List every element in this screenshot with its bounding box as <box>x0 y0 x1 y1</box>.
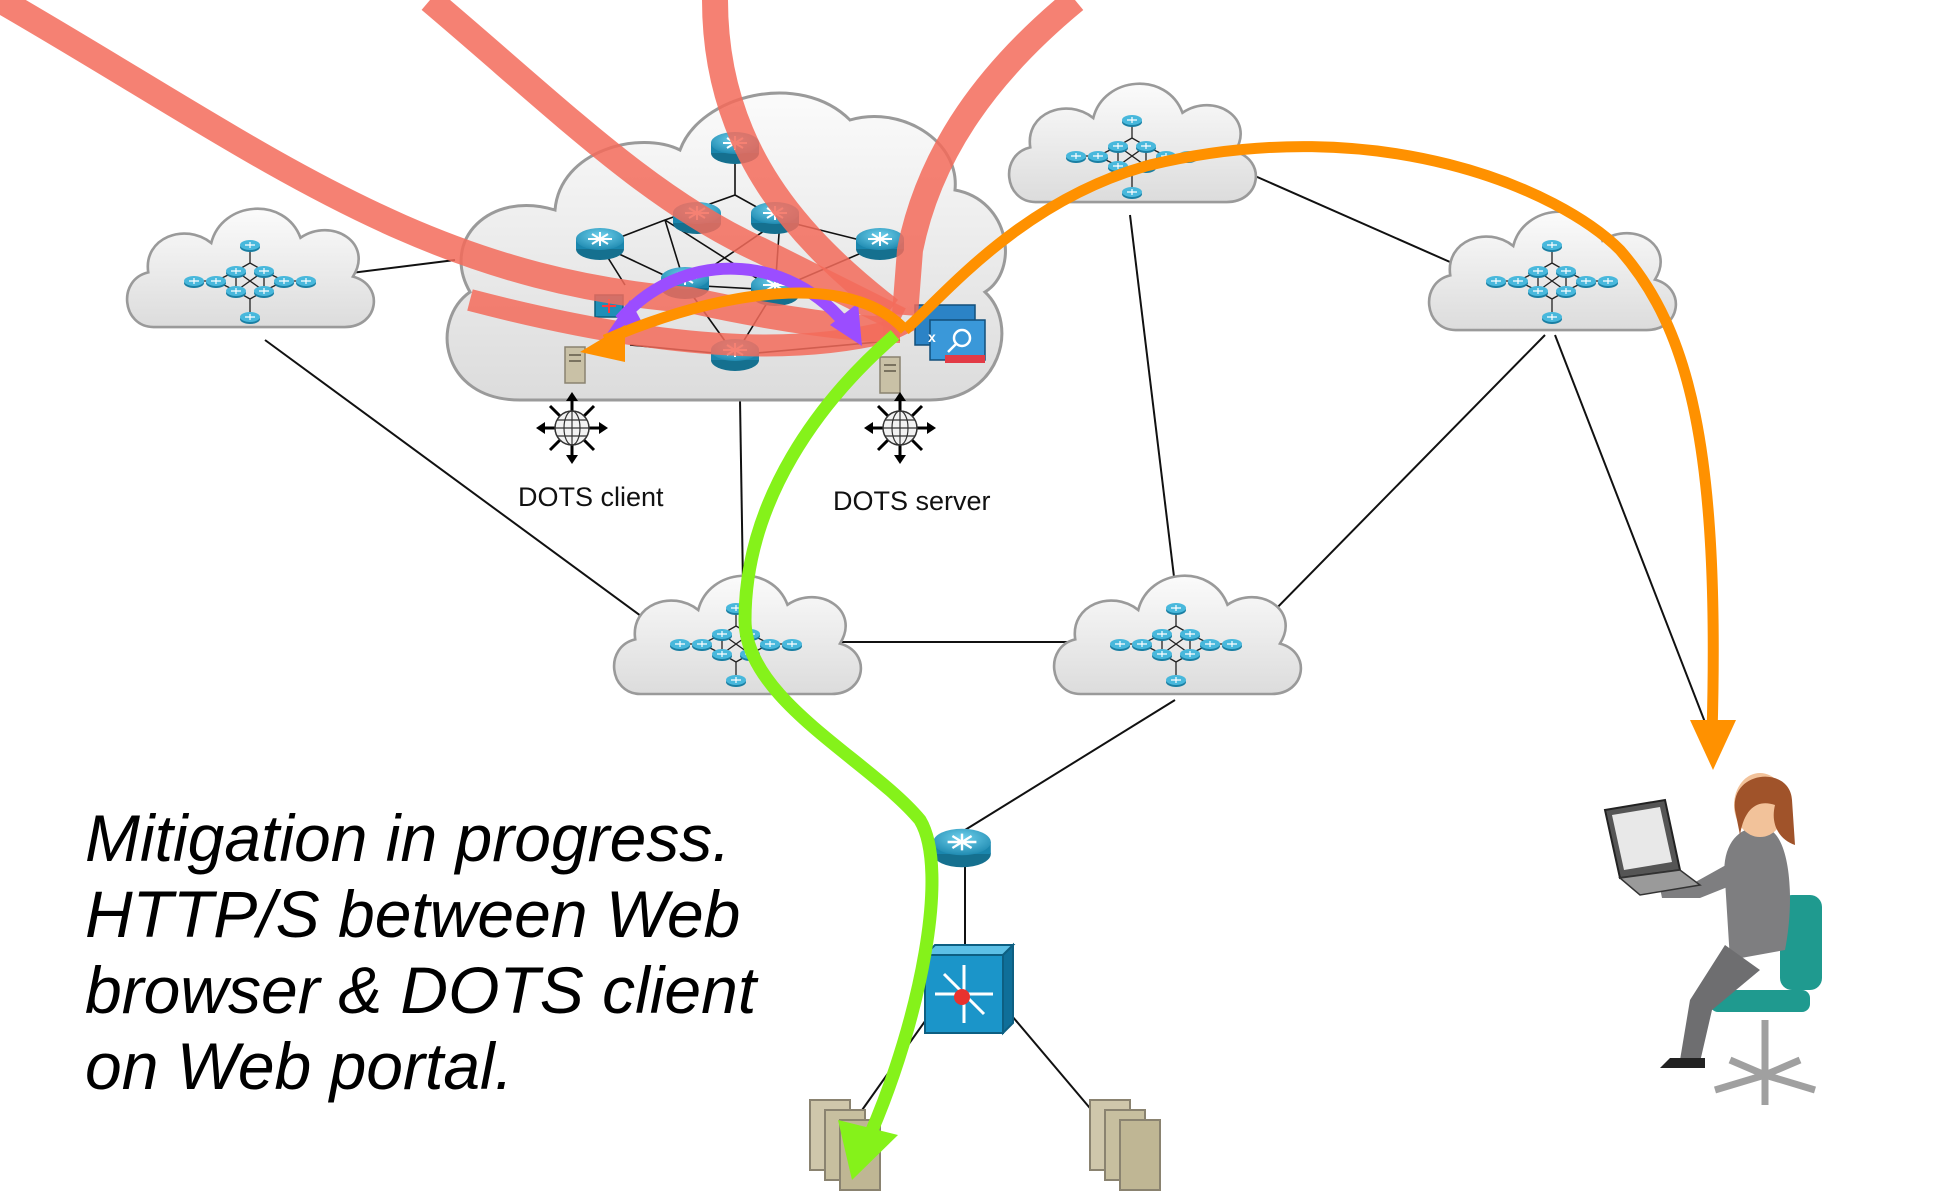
multilayer-switch-icon <box>922 942 1016 1036</box>
caption-line: on Web portal. <box>85 1029 514 1103</box>
clean-traffic-flow <box>738 330 939 1180</box>
orange-arrowhead-client <box>580 325 625 362</box>
caption-line: browser & DOTS client <box>85 953 757 1027</box>
cloud-top-middle <box>1007 82 1258 204</box>
dots-server-globe-icon <box>862 390 938 466</box>
svg-text:x: x <box>928 329 936 345</box>
dots-server-label: DOTS server <box>833 486 991 516</box>
web-portal-flow <box>602 141 1719 736</box>
caption-text: Mitigation in progress. HTTP/S between W… <box>85 800 845 1104</box>
cloud-bottom-left <box>612 574 863 696</box>
cloud-left <box>125 207 376 329</box>
dots-client-globe-icon <box>534 390 610 466</box>
edge-router-icon <box>932 827 992 869</box>
dots-client-label: DOTS client <box>518 482 664 512</box>
user-at-laptop-icon <box>1603 773 1822 1105</box>
caption-line: Mitigation in progress. <box>85 801 731 875</box>
dots-server-server-icon <box>879 356 901 394</box>
orange-arrowhead-user <box>1690 720 1736 770</box>
cloud-bottom-right <box>1052 574 1303 696</box>
caption-line: HTTP/S between Web <box>85 877 741 951</box>
server-rack-right-icon <box>1089 1099 1161 1191</box>
